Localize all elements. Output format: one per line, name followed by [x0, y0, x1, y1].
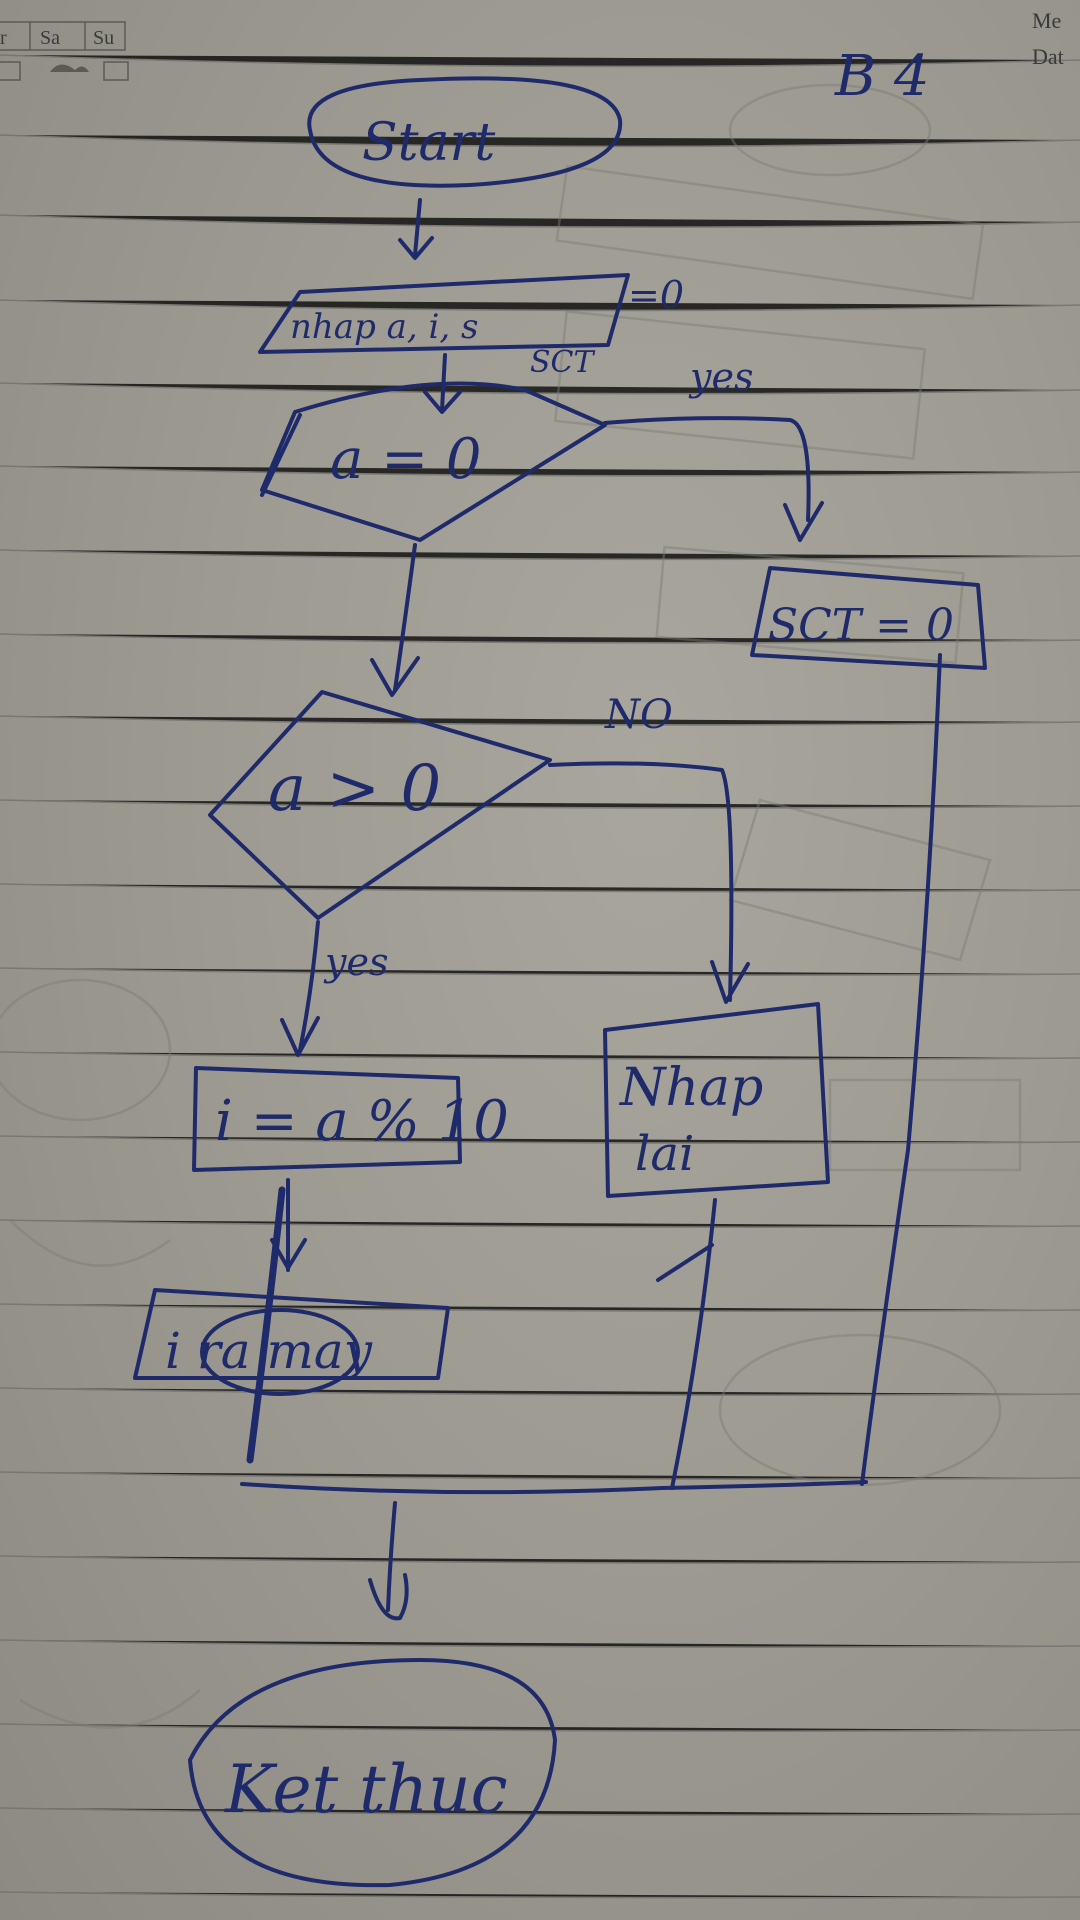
header-date-label: Dat — [1032, 44, 1064, 69]
notebook-rules — [0, 54, 1080, 1899]
end-node: Ket thuc — [188, 1658, 557, 1888]
input-suffix: =0 — [628, 273, 684, 317]
decision-a-equals-zero: a = 0 — [260, 381, 607, 542]
header-day-fr: r — [0, 27, 7, 49]
header-checkbox-1 — [0, 61, 21, 81]
connector-reenter-to-merge — [670, 1198, 717, 1490]
thick-connector-line — [246, 1186, 286, 1464]
merge-line — [240, 1480, 868, 1495]
arrow-cond2-no — [548, 761, 734, 1002]
reenter-node: Nhap lai — [603, 1002, 830, 1198]
bleed-through-marks — [0, 83, 1022, 1729]
arrowhead-input-to-cond1 — [423, 390, 462, 414]
input-node: nhap a, i, s =0 SCT — [258, 273, 684, 380]
arrowhead-cond1-yes — [783, 501, 824, 542]
weather-icon — [50, 64, 89, 72]
page-label: B 4 — [834, 44, 930, 109]
arrow-merge-to-end — [386, 1501, 397, 1612]
arrow-cond2-yes — [298, 920, 320, 1052]
decision-a-greater-zero: a > 0 — [208, 690, 552, 920]
arrow-start-to-input — [413, 198, 422, 257]
arrow-cond1-yes — [603, 416, 811, 522]
input-note: SCT — [530, 345, 596, 380]
cond1-label: a = 0 — [330, 427, 482, 492]
reenter-label-2: lai — [635, 1126, 694, 1182]
arrowhead-cond2-no — [710, 960, 750, 1004]
arrowhead-cond1-to-cond2 — [370, 656, 420, 697]
weekday-header: r Sa Su Me Dat — [0, 8, 1064, 81]
set-sct-label: SCT = 0 — [768, 600, 954, 651]
arrow-cond1-to-cond2 — [393, 543, 417, 692]
cond1-yes-label: yes — [688, 355, 753, 399]
decision-a-equals-zero-stroke — [260, 413, 302, 497]
header-day-sa: Sa — [40, 27, 60, 49]
connector-tick — [656, 1243, 714, 1282]
start-label: Start — [362, 113, 495, 173]
arrowhead-merge-to-end — [368, 1573, 409, 1621]
assign-label: i = a % 10 — [215, 1089, 509, 1154]
arrowhead-start-to-input — [398, 236, 434, 260]
cond2-yes-label: yes — [323, 940, 388, 984]
cond2-label: a > 0 — [268, 752, 441, 826]
header-memo-label: Me — [1032, 8, 1061, 33]
input-label: nhap a, i, s — [290, 307, 478, 347]
header-day-su: Su — [93, 27, 114, 49]
assign-node: i = a % 10 — [192, 1066, 509, 1172]
connector-sct-to-merge — [860, 653, 942, 1486]
reenter-label-1: Nhap — [618, 1058, 763, 1118]
end-label: Ket thuc — [224, 1751, 508, 1828]
start-node: Start — [307, 76, 623, 188]
header-checkbox-2 — [103, 61, 129, 81]
arrowhead-cond2-yes — [280, 1016, 320, 1057]
cond2-no-label: NO — [604, 692, 673, 738]
set-sct-node: SCT = 0 — [750, 566, 987, 670]
